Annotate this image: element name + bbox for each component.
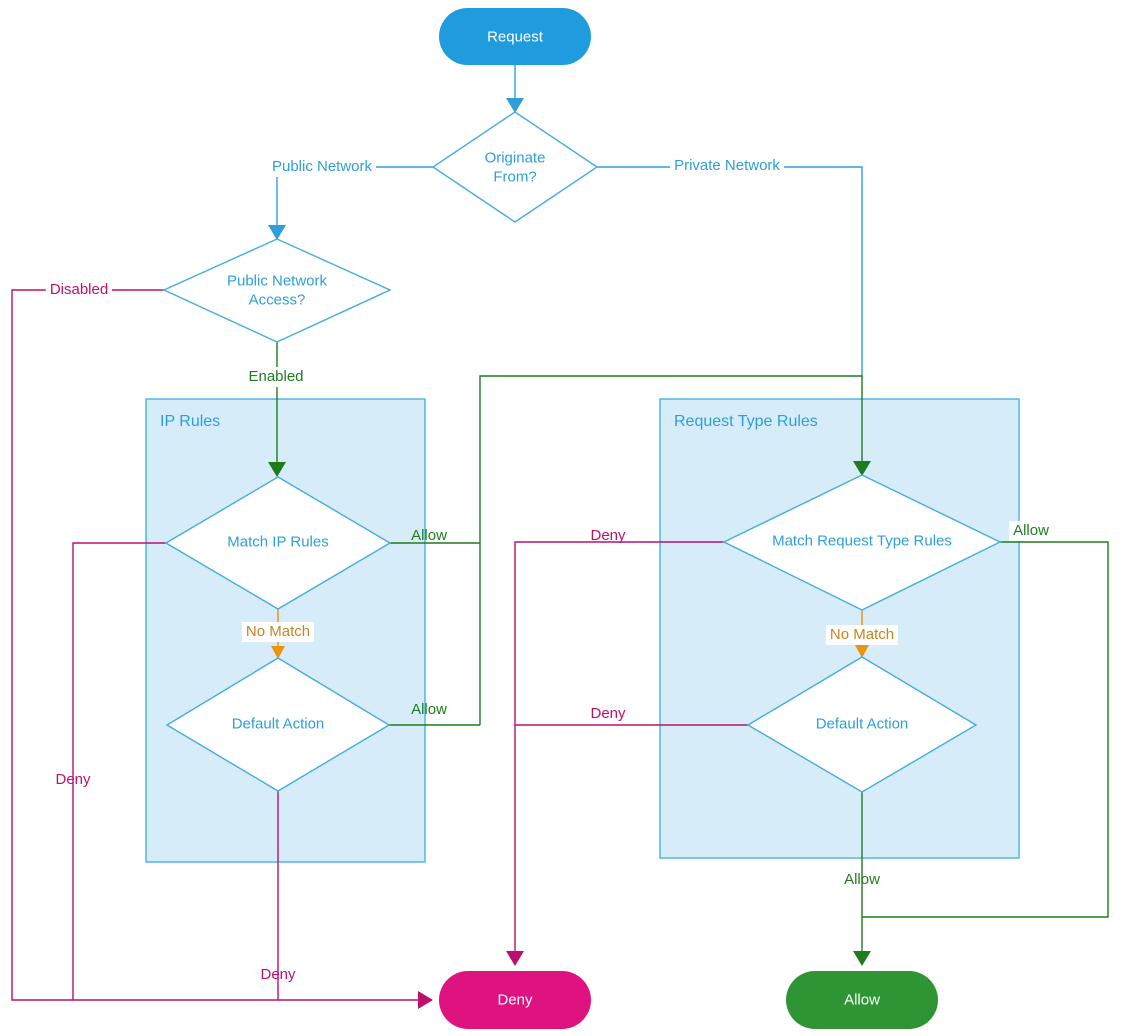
arrow-into-originate-from <box>506 98 524 113</box>
edge-label-enabled: Enabled <box>244 367 308 387</box>
public-network-access-diamond <box>162 238 392 343</box>
match-ip-rules-diamond <box>164 476 392 610</box>
rt-default-action-label: Default Action <box>815 715 909 733</box>
deny-node-label: Deny <box>497 991 533 1009</box>
edge-rt-match-allow <box>862 541 1109 918</box>
edge-label-rt-match-deny: Deny <box>590 527 626 544</box>
edge-private-network <box>597 166 863 376</box>
edge-label-public-network: Public Network <box>267 157 377 177</box>
public-network-access-label: Public Network Access? <box>226 272 328 308</box>
request-type-rules-container-title: Request Type Rules <box>674 413 818 430</box>
request-node-shape <box>439 8 591 65</box>
request-node-label: Request <box>487 28 543 46</box>
edge-label-ip-match-deny: Deny <box>55 771 91 788</box>
ip-rules-container-title: IP Rules <box>160 413 221 430</box>
match-request-type-rules-label: Match Request Type Rules <box>772 532 952 550</box>
edge-label-ip-default-allow: Allow <box>411 701 447 718</box>
edge-allow-to-request-type-rules <box>479 375 863 725</box>
arrow-into-public-network-access <box>268 225 286 240</box>
arrow-into-allow-node <box>853 951 871 966</box>
arrow-into-deny-node-top <box>506 951 524 966</box>
edge-rt-match-deny <box>514 541 724 951</box>
edge-ip-match-deny <box>72 542 166 1000</box>
allow-node-shape <box>786 971 938 1029</box>
edge-label-rt-no-match: No Match <box>825 625 899 645</box>
ip-default-action-label: Default Action <box>231 715 325 733</box>
match-request-type-rules-diamond <box>722 474 1002 611</box>
originate-from-diamond <box>431 111 599 223</box>
arrow-into-match-request-type-rules <box>853 461 871 476</box>
edge-label-ip-no-match: No Match <box>241 622 315 642</box>
arrow-into-ip-default-action <box>271 646 285 659</box>
deny-node-shape <box>439 971 591 1029</box>
edge-label-disabled: Disabled <box>45 280 113 300</box>
ip-default-action-diamond <box>165 657 391 792</box>
arrow-into-deny-node-left <box>418 991 433 1009</box>
edge-label-private-network: Private Network <box>670 156 784 176</box>
edge-label-rt-match-allow: Allow <box>1009 521 1053 541</box>
originate-from-label: Originate From? <box>484 149 546 185</box>
edge-label-rt-default-deny: Deny <box>590 705 626 722</box>
arrow-into-match-ip-rules <box>268 462 286 477</box>
match-ip-rules-label: Match IP Rules <box>227 533 329 551</box>
arrow-into-rt-default-action <box>855 645 869 658</box>
rt-default-action-diamond <box>746 656 978 793</box>
edge-label-rt-default-allow: Allow <box>844 871 880 888</box>
edge-label-ip-match-allow: Allow <box>411 527 447 544</box>
edge-label-ip-default-deny: Deny <box>260 966 296 983</box>
allow-node-label: Allow <box>844 991 880 1009</box>
